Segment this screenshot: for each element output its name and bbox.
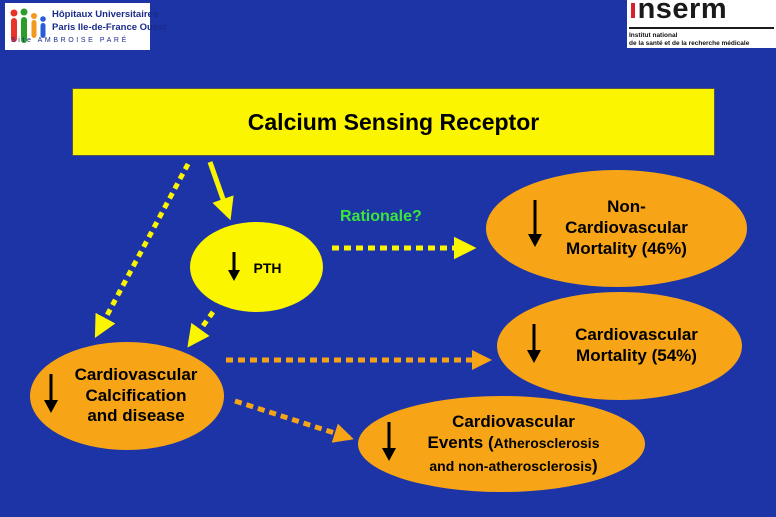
cv-mortality-node: Cardiovascular Mortality (54%)	[497, 292, 742, 400]
title-box: Calcium Sensing Receptor	[72, 88, 715, 156]
inserm-rule	[629, 27, 774, 29]
arrow-calcification-to-cv-events	[234, 398, 354, 443]
inserm-wordmark: inserm	[629, 0, 728, 25]
cv-events-node: Cardiovascular Events (Atherosclerosis a…	[358, 396, 645, 492]
non-cv-mortality-node: Non- Cardiovascular Mortality (46%)	[486, 170, 747, 287]
down-arrow-icon	[44, 374, 58, 413]
inserm-sub1: Institut national	[629, 32, 678, 39]
non-cv-mortality-label: Non- Cardiovascular Mortality (46%)	[565, 197, 688, 259]
arrow-csr-to-calcification	[94, 162, 191, 338]
label-line: Mortality (46%)	[566, 238, 687, 258]
cv-mortality-label: Cardiovascular Mortality (54%)	[575, 325, 698, 366]
hopitaux-line1: Hôpitaux Universitaires	[52, 9, 159, 20]
label-line: Cardiovascular	[565, 218, 688, 238]
inserm-sub2: de la santé et de la recherche médicale	[629, 40, 750, 47]
down-arrow-icon	[528, 200, 542, 247]
label-line: Events (Atherosclerosis	[428, 432, 600, 454]
label-line: Calcification	[85, 385, 187, 405]
slide-title: Calcium Sensing Receptor	[247, 108, 540, 135]
hopitaux-logo: Hôpitaux Universitaires Paris Ile-de-Fra…	[5, 3, 167, 50]
pth-node: PTH	[190, 222, 323, 312]
label-line: Cardiovascular	[74, 364, 198, 384]
label-part: Events (	[427, 433, 494, 453]
rationale-label: Rationale?	[340, 208, 422, 225]
hopitaux-line3: Site AMBROISE PARÉ	[11, 37, 129, 44]
cv-calcification-label: Cardiovascular Calcification and disease	[75, 365, 198, 427]
label-line: Mortality (54%)	[576, 346, 697, 365]
label-part: and non-atherosclerosis	[429, 457, 592, 474]
down-arrow-icon	[382, 422, 396, 461]
cv-events-label: Cardiovascular Events (Atherosclerosis a…	[428, 411, 600, 478]
label-line: and non-atherosclerosis)	[428, 455, 600, 477]
label-part: )	[591, 455, 598, 475]
label-line: Cardiovascular	[575, 325, 698, 345]
down-arrow-icon	[228, 252, 240, 281]
cv-calcification-node: Cardiovascular Calcification and disease	[30, 342, 224, 450]
label-line: Cardiovascular	[452, 411, 575, 431]
family-figures-icon	[10, 8, 46, 43]
label-part: Atherosclerosis	[493, 435, 600, 452]
pth-label: PTH	[253, 260, 282, 277]
hopitaux-line2: Paris Ile-de-France Ouest	[52, 22, 167, 33]
inserm-logo: inserm Institut national de la santé et …	[627, 0, 776, 48]
label-line: and disease	[87, 406, 185, 426]
down-arrow-icon	[527, 324, 541, 363]
arrow-pth-to-calcification	[187, 310, 216, 348]
label-line: Non-	[607, 197, 646, 217]
arrow-csr-to-pth	[207, 161, 234, 221]
